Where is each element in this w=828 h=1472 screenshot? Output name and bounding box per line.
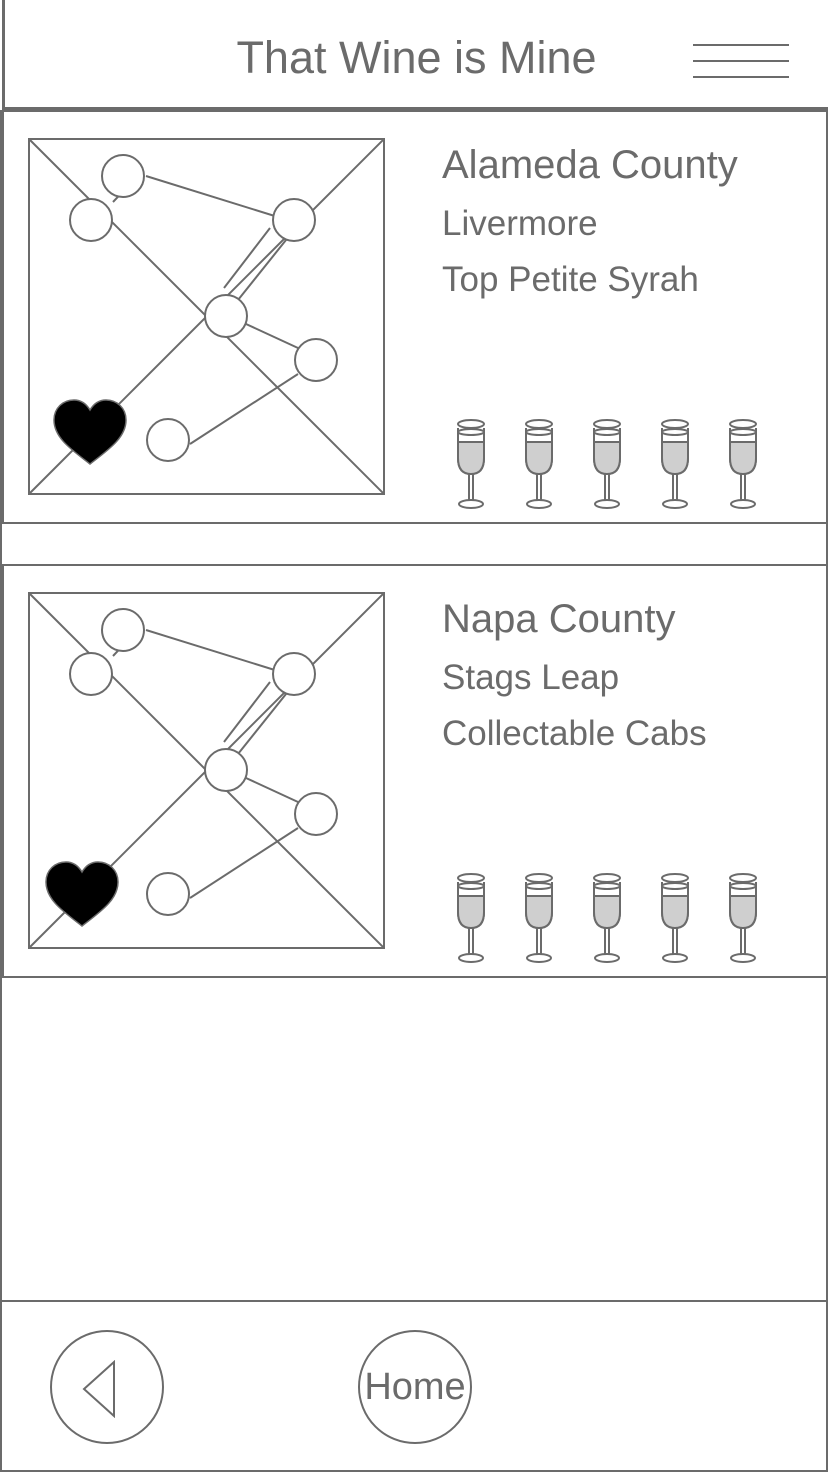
region-name: Stags Leap: [442, 658, 620, 697]
wine-glass-icon: [593, 873, 621, 963]
back-arrow-icon: [82, 1360, 115, 1418]
image-placeholder-icon: [28, 138, 385, 495]
bottom-nav: Home: [0, 1300, 828, 1472]
heart-icon[interactable]: [44, 860, 120, 928]
wine-glass-icon: [525, 419, 553, 509]
wine-list: Alameda County Livermore Top Petite Syra…: [0, 110, 828, 1302]
hamburger-menu-icon-bar: [693, 76, 789, 78]
back-button[interactable]: [50, 1330, 164, 1444]
list-item[interactable]: Napa County Stags Leap Collectable Cabs: [2, 564, 828, 978]
image-placeholder-icon: [28, 592, 385, 949]
hamburger-menu-icon-bar: [693, 60, 789, 62]
wine-glass-icon: [457, 419, 485, 509]
wine-glass-icon: [457, 873, 485, 963]
wine-glass-icon: [525, 873, 553, 963]
region-name: Livermore: [442, 204, 598, 243]
home-label: Home: [364, 1366, 466, 1408]
heart-icon[interactable]: [52, 398, 128, 466]
menu-button[interactable]: [693, 44, 791, 80]
wine-glass-icon: [593, 419, 621, 509]
rating-glasses: [454, 418, 764, 510]
rating-glasses: [454, 872, 764, 964]
wine-glass-icon: [729, 873, 757, 963]
app-header: That Wine is Mine: [2, 0, 828, 110]
county-name: Napa County: [442, 597, 676, 641]
wine-glass-icon: [729, 419, 757, 509]
hamburger-menu-icon: [693, 44, 789, 46]
wine-name: Top Petite Syrah: [442, 260, 699, 299]
wine-name: Collectable Cabs: [442, 714, 707, 753]
county-name: Alameda County: [442, 143, 738, 187]
wine-glass-icon: [661, 419, 689, 509]
app-title: That Wine is Mine: [236, 32, 597, 83]
wine-glass-icon: [661, 873, 689, 963]
home-button[interactable]: Home: [358, 1330, 472, 1444]
list-item[interactable]: Alameda County Livermore Top Petite Syra…: [2, 110, 828, 524]
